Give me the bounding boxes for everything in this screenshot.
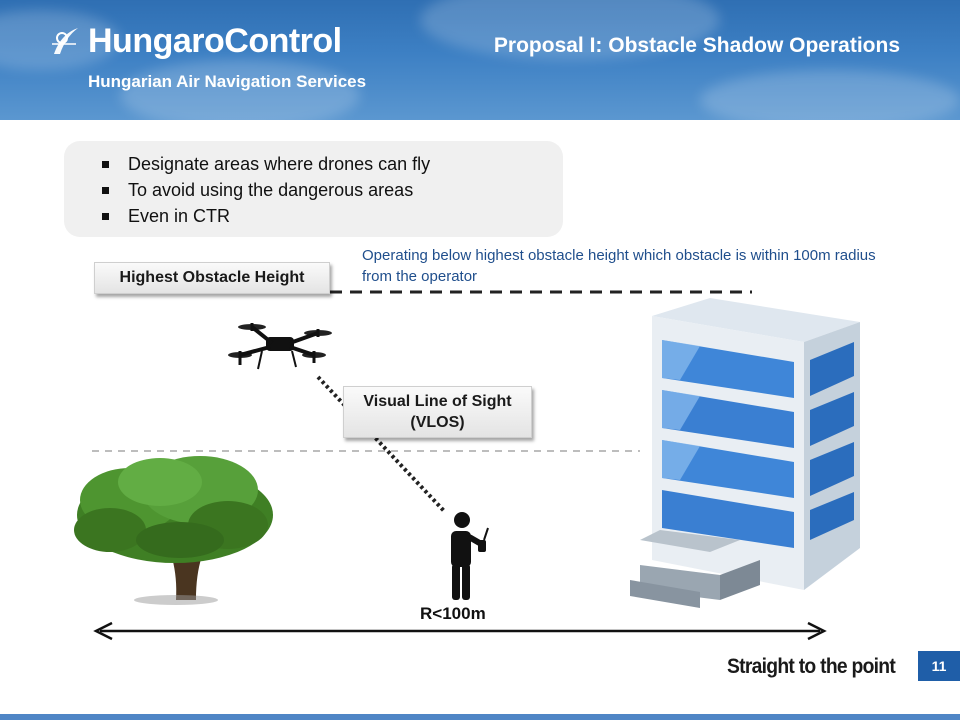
range-arrow-left-head [93, 621, 113, 641]
bullet-text: Designate areas where drones can fly [128, 154, 431, 174]
logo-name: HungaroControl [88, 22, 342, 60]
vlos-label-line2: (VLOS) [410, 414, 465, 431]
bullet-square-icon [102, 187, 109, 194]
footer-tagline: Straight to the point [727, 655, 896, 678]
hungarocontrol-logo-icon [52, 28, 78, 54]
vlos-label-line1: Visual Line of Sight [363, 393, 512, 410]
tree-icon [74, 456, 273, 605]
slide-title: Proposal I: Obstacle Shadow Operations [493, 34, 900, 57]
highest-obstacle-callout: Highest Obstacle Height [94, 262, 330, 294]
bullet-square-icon [102, 161, 109, 168]
bullet-text: To avoid using the dangerous areas [128, 180, 414, 200]
radius-label: R<100m [420, 604, 486, 623]
bullet-item: Designate areas where drones can fly [102, 151, 563, 177]
header-banner: HungaroControl Hungarian Air Navigation … [0, 0, 960, 120]
bullet-box: Designate areas where drones can fly To … [64, 141, 563, 237]
bullet-item: Even in CTR [102, 203, 563, 229]
vlos-line [316, 375, 447, 514]
bullet-list: Designate areas where drones can fly To … [64, 141, 563, 229]
drone-icon [228, 323, 332, 370]
logo-subtitle: Hungarian Air Navigation Services [88, 72, 367, 91]
bullet-text: Even in CTR [128, 206, 231, 226]
range-arrow-right-head [807, 621, 827, 641]
bullet-square-icon [102, 213, 109, 220]
vlos-callout: Visual Line of Sight (VLOS) [343, 386, 532, 438]
building-icon [630, 298, 860, 608]
footer-line [0, 714, 960, 720]
page-number-badge: 11 [918, 651, 960, 681]
operating-note: Operating below highest obstacle height … [362, 247, 876, 285]
operator-icon [451, 512, 489, 600]
bullet-item: To avoid using the dangerous areas [102, 177, 563, 203]
